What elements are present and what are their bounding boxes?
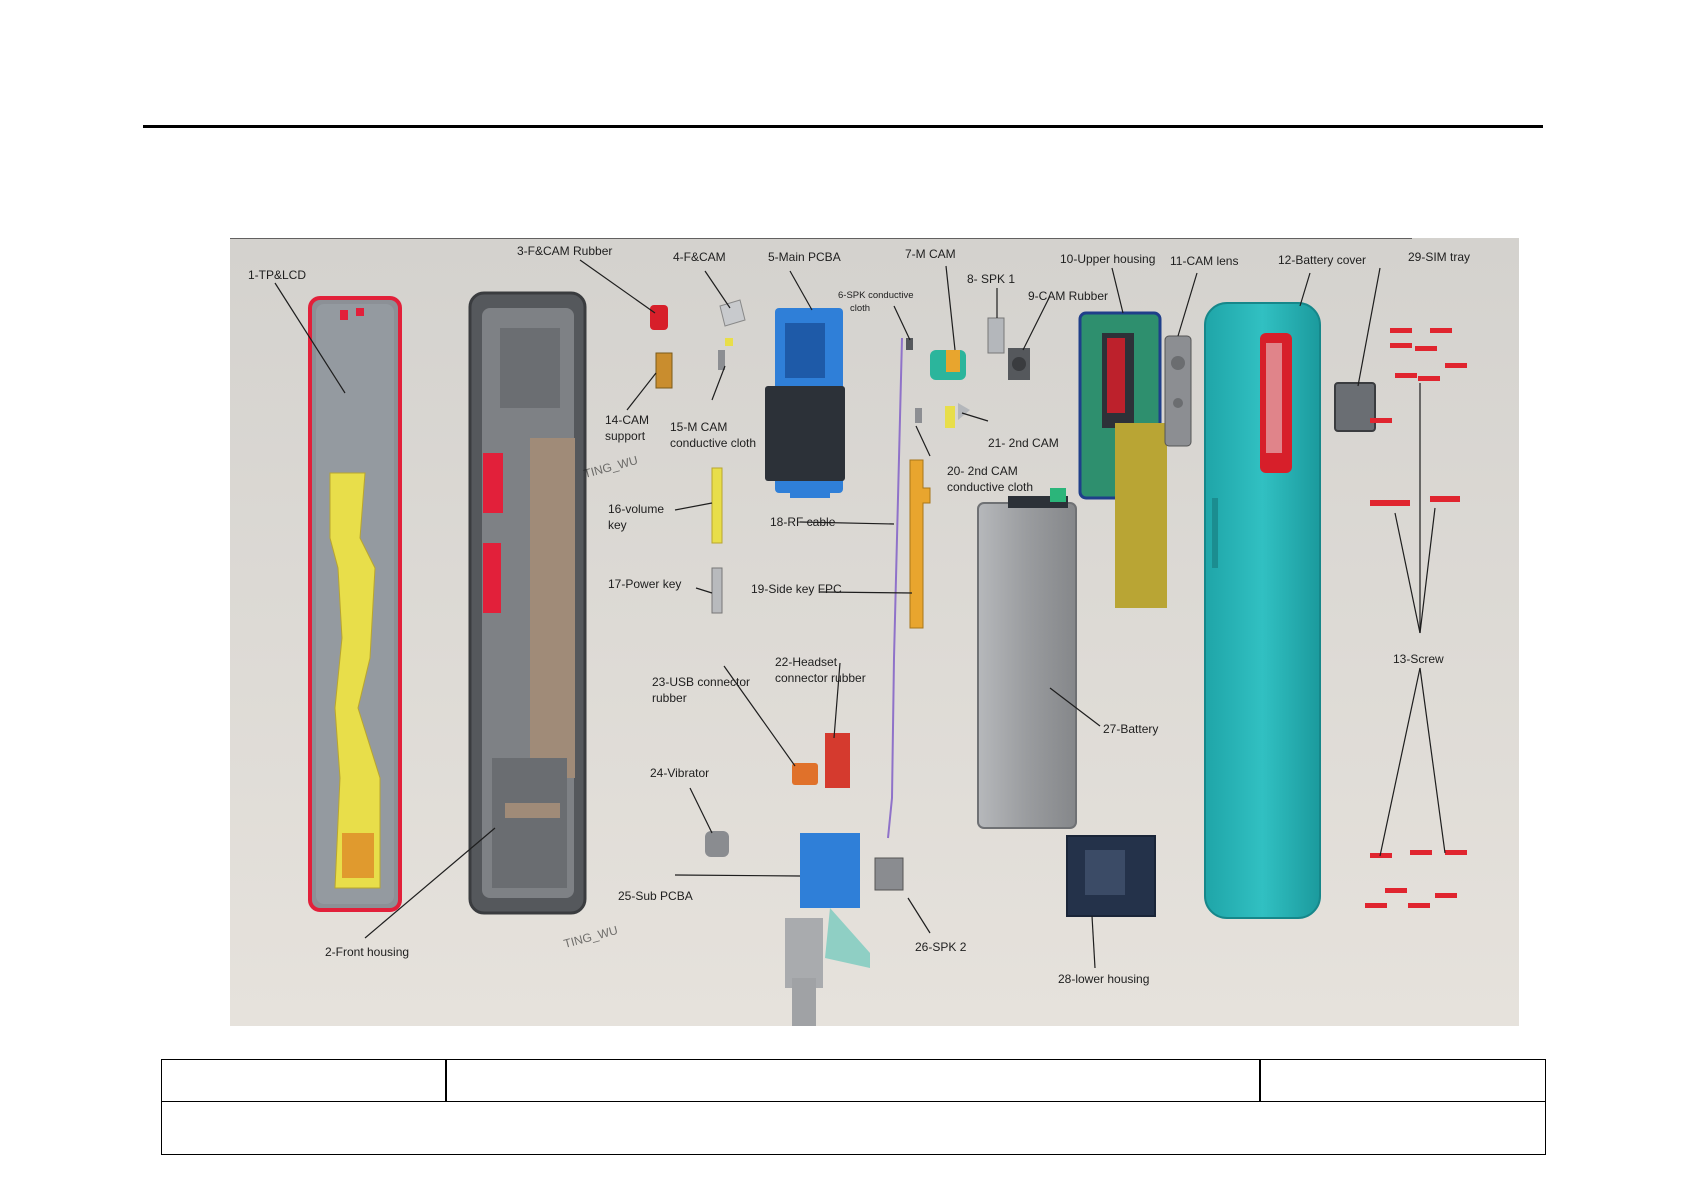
side-key-fpc-part: [909, 459, 931, 629]
footer-table-row: [162, 1060, 1545, 1102]
footer-table: [161, 1059, 1546, 1155]
label-headset-rubber-2: connector rubber: [775, 671, 866, 685]
lower-housing-part: [1066, 835, 1156, 917]
label-second-cam-cloth: 20- 2nd CAM: [947, 464, 1018, 478]
label-tp-lcd: 1-TP&LCD: [248, 268, 306, 282]
label-m-cam: 7-M CAM: [905, 247, 956, 261]
m-cam-part: [930, 350, 966, 380]
label-front-housing: 2-Front housing: [325, 945, 409, 959]
exploded-view-diagram: TING_WU TING_WU: [230, 238, 1519, 1026]
headset-rubber-part: [825, 733, 850, 788]
usb-rubber-part: [792, 763, 818, 785]
label-battery: 27-Battery: [1103, 722, 1158, 736]
label-battery-cover: 12-Battery cover: [1278, 253, 1366, 267]
label-volume-key-2: key: [608, 518, 627, 532]
spk1-part: [987, 317, 1005, 354]
label-spk1: 8- SPK 1: [967, 272, 1015, 286]
spk-cloth-part: [906, 338, 913, 350]
leader-lines: [230, 238, 1446, 969]
label-cam-rubber: 9-CAM Rubber: [1028, 289, 1108, 303]
footer-table-divider-1: [445, 1060, 447, 1101]
label-upper-housing: 10-Upper housing: [1060, 252, 1155, 266]
label-cam-support: 14-CAM: [605, 413, 649, 427]
label-headset-rubber: 22-Headset: [775, 655, 838, 669]
label-main-pcba: 5-Main PCBA: [768, 250, 841, 264]
battery-cover-part: [1204, 302, 1321, 919]
label-spk2: 26-SPK 2: [915, 940, 967, 954]
cam-rubber-part: [1008, 348, 1030, 380]
label-spk-cloth: 6-SPK conductive: [838, 290, 914, 301]
sub-pcba-part: [785, 833, 870, 1026]
second-cam-cloth-part: [915, 408, 922, 423]
fcam-part: [719, 299, 746, 327]
upper-housing-part: [1078, 311, 1167, 608]
label-vibrator: 24-Vibrator: [650, 766, 709, 780]
label-sub-pcba: 25-Sub PCBA: [618, 889, 693, 903]
label-mcam-cloth-2: conductive cloth: [670, 436, 756, 450]
label-cam-support-2: support: [605, 429, 646, 443]
main-pcba-part: [765, 308, 845, 498]
part-labels: 1-TP&LCD 2-Front housing 3-F&CAM Rubber …: [248, 244, 1470, 986]
rf-cable-part: [887, 337, 903, 839]
screws-part: [1365, 328, 1467, 908]
label-second-cam: 21- 2nd CAM: [988, 436, 1059, 450]
sim-tray-part: [1334, 382, 1376, 432]
battery-part: [977, 488, 1077, 829]
diagram-background: [230, 238, 1519, 1026]
tp-lcd-part: [308, 296, 402, 912]
label-fcam-rubber: 3-F&CAM Rubber: [517, 244, 612, 258]
label-lower-housing: 28-lower housing: [1058, 972, 1149, 986]
mcam-cloth-part: [718, 338, 733, 370]
header-rule: [143, 125, 1543, 128]
label-cam-lens: 11-CAM lens: [1170, 254, 1238, 268]
label-fcam: 4-F&CAM: [673, 250, 726, 264]
spk2-part: [874, 857, 904, 891]
label-spk-cloth-2: cloth: [850, 303, 870, 314]
label-volume-key: 16-volume: [608, 502, 664, 516]
label-sim-tray: 29-SIM tray: [1408, 250, 1470, 264]
front-housing-part: [468, 291, 587, 915]
label-mcam-cloth: 15-M CAM: [670, 420, 727, 434]
second-cam-part: [945, 403, 970, 428]
footer-table-divider-2: [1259, 1060, 1261, 1101]
label-usb-rubber-2: rubber: [652, 691, 687, 705]
label-second-cam-cloth-2: conductive cloth: [947, 480, 1033, 494]
volume-key-part: [711, 467, 723, 544]
fcam-rubber-part: [650, 305, 668, 330]
label-usb-rubber: 23-USB connector: [652, 675, 750, 689]
cam-lens-part: [1164, 335, 1192, 447]
label-rf-cable: 18-RF cable: [770, 515, 836, 529]
label-screw: 13-Screw: [1393, 652, 1444, 666]
power-key-part: [711, 567, 723, 614]
label-power-key: 17-Power key: [608, 577, 681, 591]
vibrator-part: [705, 831, 729, 857]
label-side-key-fpc: 19-Side key FPC: [751, 582, 842, 596]
cam-support-part: [655, 352, 673, 389]
